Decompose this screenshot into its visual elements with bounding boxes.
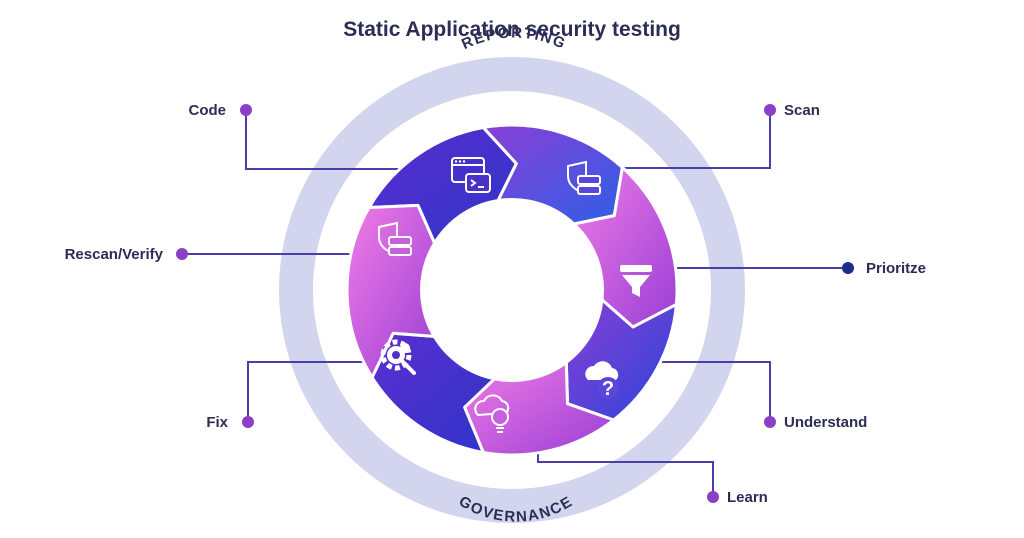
svg-text:?: ? <box>602 378 614 400</box>
step-label-fix: Fix <box>206 414 228 431</box>
step-dot-understand <box>764 416 776 428</box>
connector-code <box>245 111 405 170</box>
connector-fix <box>247 361 372 422</box>
outer-ring <box>279 57 745 523</box>
shield-icon <box>567 160 601 196</box>
step-label-rescan: Rescan/Verify <box>65 246 164 263</box>
connector-understand <box>650 361 771 421</box>
ring-top-label: REPORTING <box>459 24 569 53</box>
step-dot-code <box>240 104 252 116</box>
step-dot-fix <box>242 416 254 428</box>
step-dot-learn <box>707 491 719 503</box>
step-label-learn: Learn <box>727 489 768 506</box>
browser-terminal-icon <box>451 157 491 193</box>
step-label-understand: Understand <box>784 414 867 431</box>
step-label-scan: Scan <box>784 102 820 119</box>
step-label-code: Code <box>189 102 227 119</box>
shield-icon <box>378 221 412 257</box>
step-dot-prioritize <box>842 262 854 274</box>
step-label-prioritize: Prioritze <box>866 260 926 277</box>
ring-top-label-text: REPORTING <box>459 24 567 53</box>
connectors <box>182 110 848 497</box>
cloud-lightbulb-icon <box>474 394 510 433</box>
connector-scan <box>620 110 771 169</box>
step-dot-rescan <box>176 248 188 260</box>
funnel-icon <box>620 265 652 297</box>
inner-hole <box>420 198 604 382</box>
step-dot-scan <box>764 104 776 116</box>
cloud-question-icon: ? <box>585 361 619 400</box>
gear-wrench-icon <box>380 339 416 375</box>
page-title: Static Application security testing <box>343 18 681 41</box>
